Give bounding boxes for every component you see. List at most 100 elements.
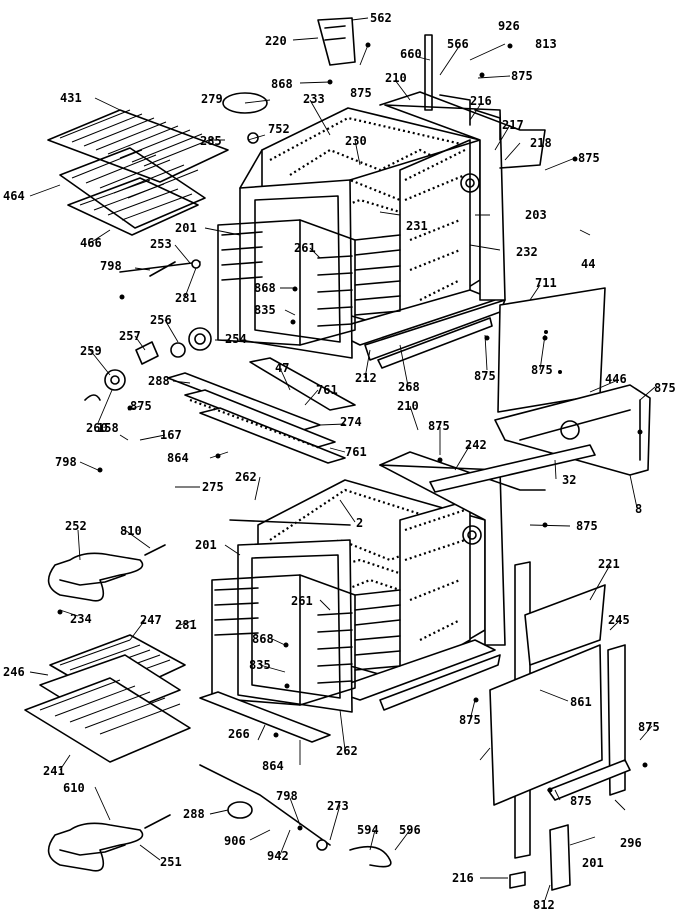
part-label: 281 (175, 618, 197, 632)
part-label: 761 (345, 445, 367, 459)
part-label: 875 (350, 86, 372, 100)
part-label: 262 (235, 470, 257, 484)
fastener-dots (57, 42, 648, 831)
part-label: 274 (340, 415, 362, 429)
part-label: 864 (262, 759, 284, 773)
part-label: 875 (511, 69, 533, 83)
upper-side-panel (379, 91, 546, 301)
part-label: 566 (447, 37, 469, 51)
part-label: 464 (3, 189, 25, 203)
part-label: 660 (400, 47, 422, 61)
lower-right-panels (489, 561, 631, 891)
part-label: 220 (265, 34, 287, 48)
part-label: 246 (3, 665, 25, 679)
part-label: 245 (608, 613, 630, 627)
lower-oven-cavity (211, 479, 496, 713)
part-label: 562 (370, 11, 392, 25)
part-label: 942 (267, 849, 289, 863)
part-label: 210 (385, 71, 407, 85)
part-label: 466 (80, 236, 102, 250)
part-label: 252 (65, 519, 87, 533)
part-label: 232 (516, 245, 538, 259)
part-label: 875 (638, 720, 660, 734)
part-label: 2 (356, 516, 363, 530)
part-label: 158 (97, 421, 119, 435)
part-label: 230 (345, 134, 367, 148)
lower-rails (199, 519, 501, 743)
part-label: 218 (530, 136, 552, 150)
part-label: 875 (654, 381, 676, 395)
part-label: 446 (605, 372, 627, 386)
part-label: 926 (498, 19, 520, 33)
part-label: 254 (225, 332, 247, 346)
part-label: 810 (120, 524, 142, 538)
part-label: 203 (525, 208, 547, 222)
part-label: 798 (55, 455, 77, 469)
part-label: 906 (224, 834, 246, 848)
part-label: 813 (535, 37, 557, 51)
part-label: 861 (570, 695, 592, 709)
upper-vent-duct (317, 17, 433, 111)
part-label: 596 (399, 823, 421, 837)
upper-burner-bracket (494, 384, 651, 476)
part-label: 261 (291, 594, 313, 608)
part-label: 875 (531, 363, 553, 377)
part-label: 266 (228, 727, 250, 741)
part-label: 210 (397, 399, 419, 413)
part-label: 216 (452, 871, 474, 885)
lower-accessories (24, 544, 392, 872)
part-label: 47 (275, 361, 289, 375)
leader-lines (29, 17, 656, 901)
part-label: 875 (474, 369, 496, 383)
part-label: 251 (160, 855, 182, 869)
part-label: 296 (620, 836, 642, 850)
part-label: 798 (100, 259, 122, 273)
part-label: 233 (303, 92, 325, 106)
part-label: 273 (327, 799, 349, 813)
part-label: 431 (60, 91, 82, 105)
part-label: 253 (150, 237, 172, 251)
part-label: 32 (562, 473, 576, 487)
part-label: 201 (195, 538, 217, 552)
part-label: 835 (254, 303, 276, 317)
part-label: 875 (578, 151, 600, 165)
part-label: 231 (406, 219, 428, 233)
part-label: 875 (428, 419, 450, 433)
part-label: 201 (175, 221, 197, 235)
part-label: 798 (276, 789, 298, 803)
upper-oven-cavity (217, 107, 496, 359)
part-label: 752 (268, 122, 290, 136)
part-label: 868 (252, 632, 274, 646)
part-label: 875 (459, 713, 481, 727)
part-label: 285 (200, 134, 222, 148)
part-label: 201 (582, 856, 604, 870)
part-label: 212 (355, 371, 377, 385)
part-label: 875 (130, 399, 152, 413)
part-label: 8 (635, 502, 642, 516)
part-label: 216 (470, 94, 492, 108)
part-label: 221 (598, 557, 620, 571)
part-label: 217 (502, 118, 524, 132)
part-label: 868 (271, 77, 293, 91)
part-label: 761 (316, 383, 338, 397)
part-label: 262 (336, 744, 358, 758)
part-label: 288 (148, 374, 170, 388)
part-label: 247 (140, 613, 162, 627)
part-label: 594 (357, 823, 379, 837)
part-label: 234 (70, 612, 92, 626)
part-label: 261 (294, 241, 316, 255)
part-label: 241 (43, 764, 65, 778)
lower-side-panel (379, 444, 596, 646)
part-label: 288 (183, 807, 205, 821)
part-label: 259 (80, 344, 102, 358)
part-labels: 220 562 926 813 875 868 660 566 210 875 … (3, 11, 676, 912)
part-label: 260 (86, 421, 108, 435)
part-label: 812 (533, 898, 555, 912)
upper-rack (47, 109, 229, 236)
part-label: 167 (160, 428, 182, 442)
part-label: 275 (202, 480, 224, 494)
upper-rear-panel (497, 287, 606, 413)
part-label: 279 (201, 92, 223, 106)
